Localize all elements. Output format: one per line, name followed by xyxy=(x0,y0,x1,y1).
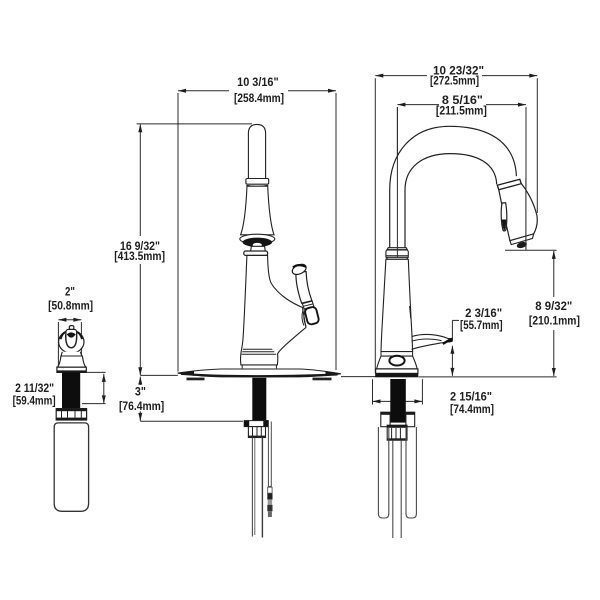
svg-text:2 15/16": 2 15/16" xyxy=(450,390,492,404)
svg-text:[50.8mm]: [50.8mm] xyxy=(48,299,93,313)
svg-text:2": 2" xyxy=(65,284,75,298)
svg-text:2 3/16": 2 3/16" xyxy=(465,306,502,320)
svg-text:3": 3" xyxy=(135,385,146,399)
svg-text:[74.4mm]: [74.4mm] xyxy=(450,402,494,416)
svg-text:10 23/32": 10 23/32" xyxy=(433,63,484,77)
svg-text:[272.5mm]: [272.5mm] xyxy=(430,74,479,88)
svg-text:[258.4mm]: [258.4mm] xyxy=(234,91,284,105)
svg-text:8 5/16": 8 5/16" xyxy=(442,93,483,107)
svg-text:[55.7mm]: [55.7mm] xyxy=(460,318,503,332)
svg-text:[59.4mm]: [59.4mm] xyxy=(13,394,56,408)
svg-text:[211.5mm]: [211.5mm] xyxy=(436,103,487,117)
svg-text:[76.4mm]: [76.4mm] xyxy=(119,399,164,413)
svg-text:2 11/32": 2 11/32" xyxy=(15,381,54,395)
svg-text:8 9/32": 8 9/32" xyxy=(535,299,572,313)
svg-text:[210.1mm]: [210.1mm] xyxy=(529,314,580,328)
svg-text:[413.5mm]: [413.5mm] xyxy=(114,249,165,263)
svg-text:10 3/16": 10 3/16" xyxy=(237,75,279,89)
svg-text:16 9/32": 16 9/32" xyxy=(120,239,160,253)
